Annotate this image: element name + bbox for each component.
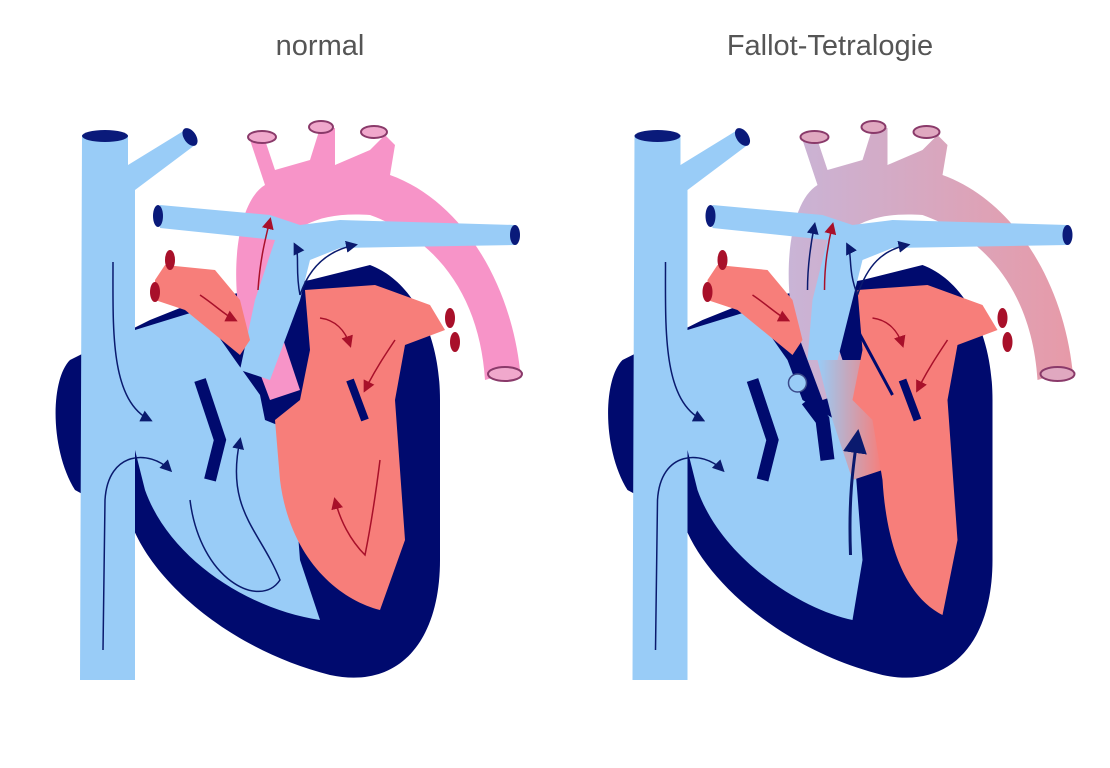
left-heart-chambers (852, 285, 998, 615)
overriding-aorta (788, 128, 1073, 400)
vena-cava (632, 130, 748, 680)
pulmonary-artery-stenosis (712, 205, 1068, 360)
pulmonary-veins-left (707, 265, 803, 355)
aorta-branch-cap (360, 125, 388, 139)
left-heart-chambers (275, 285, 445, 610)
right-heart-chambers (135, 310, 320, 620)
panel-title-fallot: Fallot-Tetralogie (726, 30, 934, 62)
aorta-branch-cap (308, 120, 334, 134)
aorta (236, 128, 520, 400)
fallot-heart-diagram (608, 120, 1076, 680)
aorta-end-cap (487, 366, 523, 382)
pulmonary-veins-left (155, 265, 250, 355)
stenotic-pulmonary-valve (787, 373, 808, 393)
vena-cava (80, 130, 195, 680)
panel-title-normal: normal (275, 30, 365, 62)
aorta-branch-cap (247, 130, 277, 144)
normal-heart-diagram (55, 120, 523, 680)
right-heart-chambers-hypertrophy (687, 310, 863, 620)
